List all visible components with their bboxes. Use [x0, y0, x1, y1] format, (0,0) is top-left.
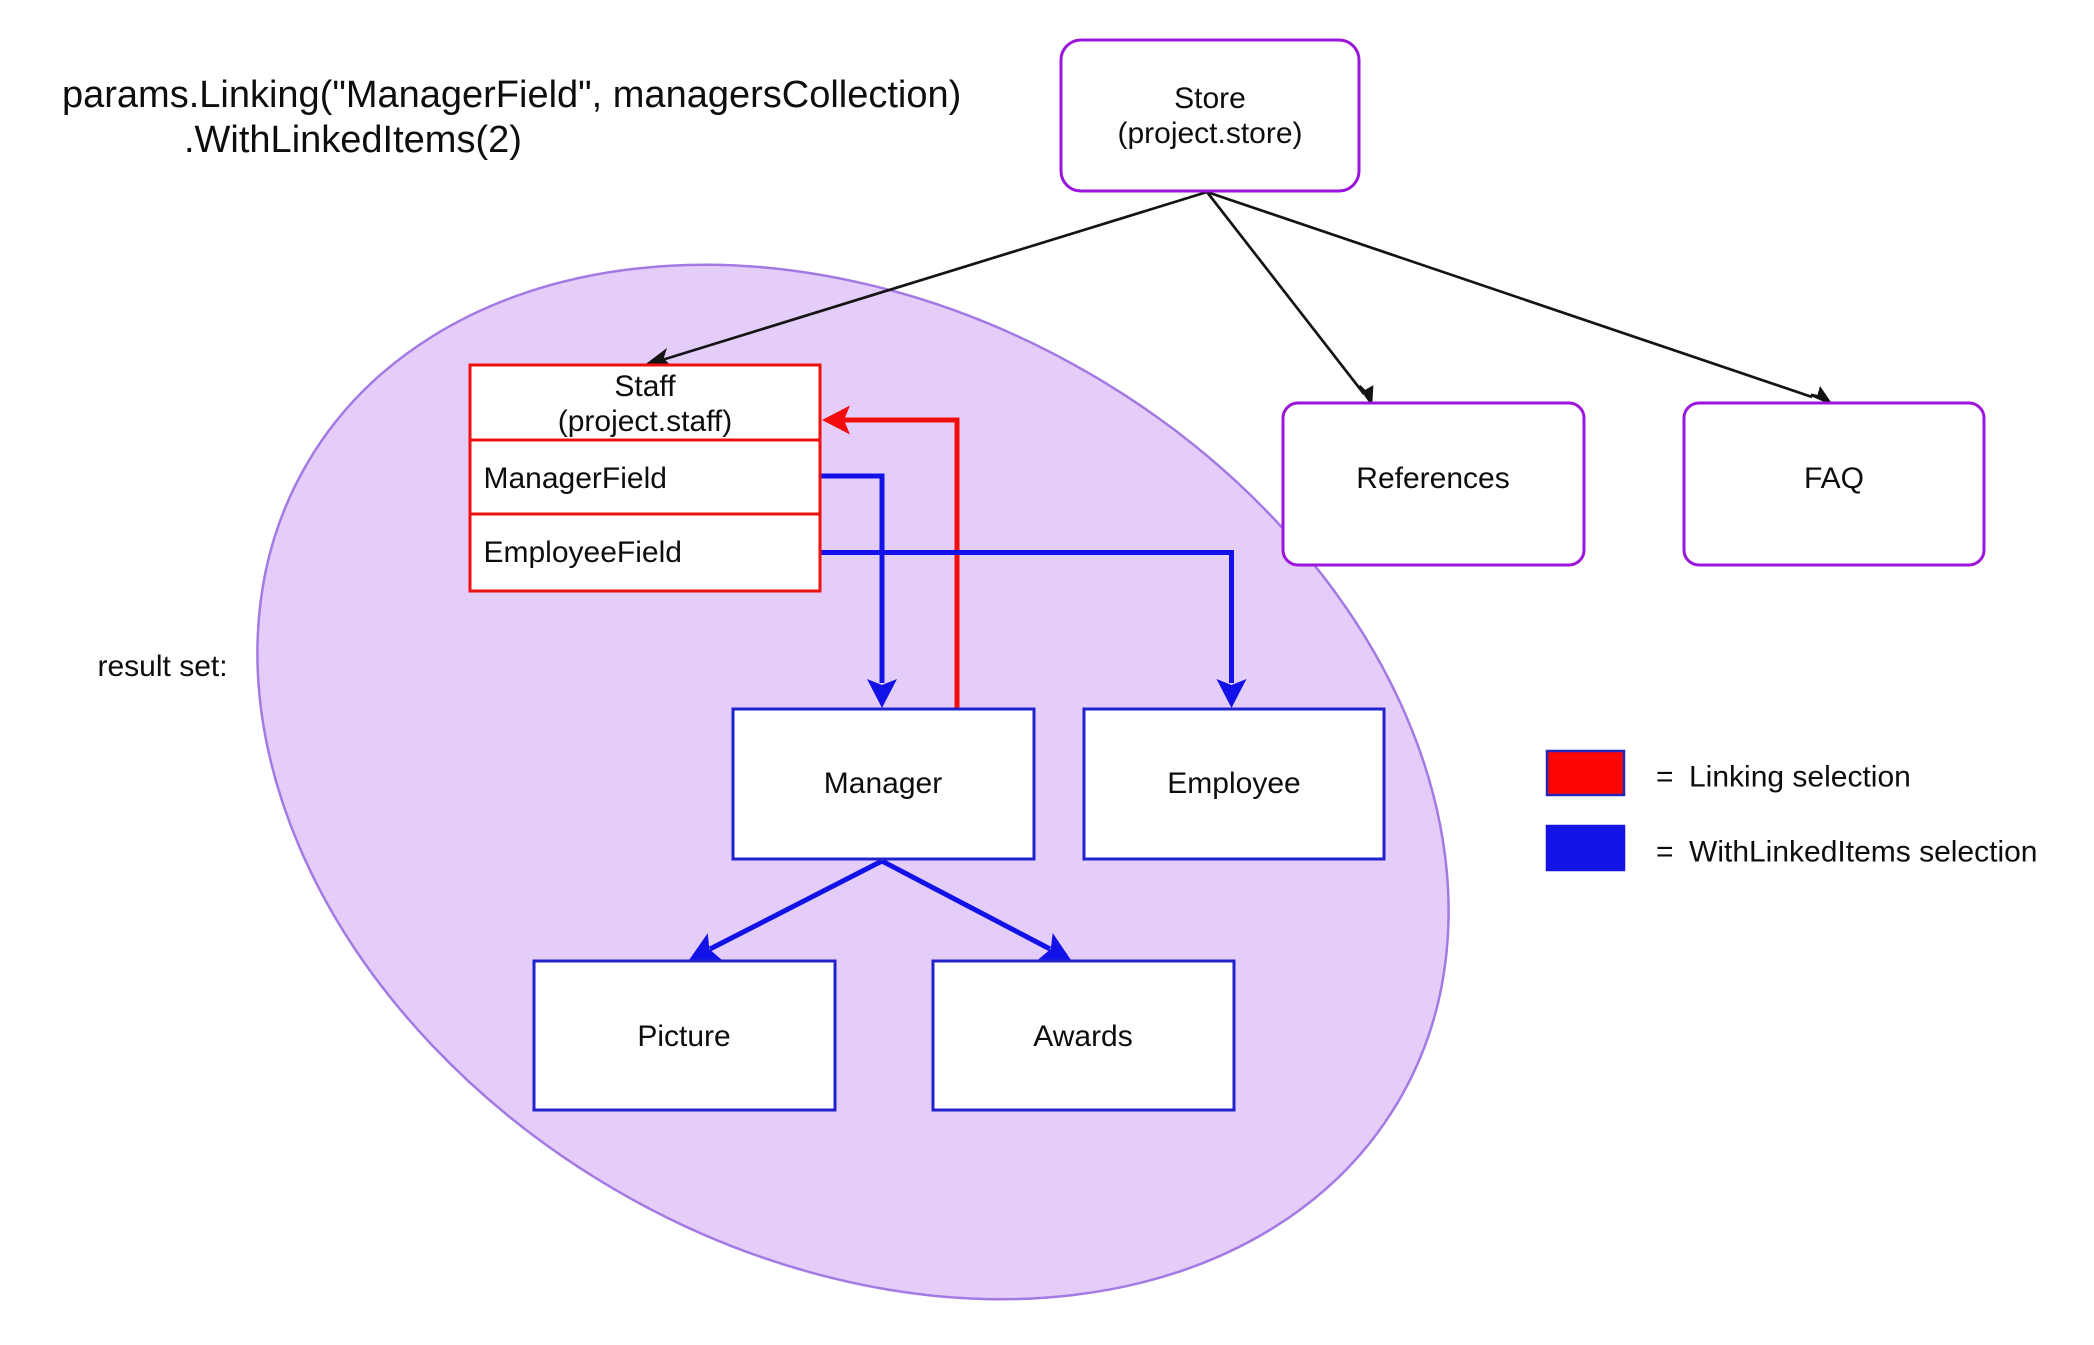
- svg-text:result set:: result set:: [98, 650, 228, 683]
- svg-text:Staff: Staff: [614, 370, 676, 403]
- svg-text:Manager: Manager: [824, 767, 942, 800]
- svg-text:(project.staff): (project.staff): [558, 405, 733, 438]
- svg-text:Picture: Picture: [637, 1020, 730, 1053]
- svg-text:params.Linking("ManagerField",: params.Linking("ManagerField", managersC…: [62, 74, 961, 116]
- svg-text:.WithLinkedItems(2): .WithLinkedItems(2): [184, 119, 522, 161]
- svg-text:FAQ: FAQ: [1804, 462, 1864, 495]
- svg-text:Employee: Employee: [1167, 767, 1300, 800]
- svg-text:ManagerField: ManagerField: [484, 462, 667, 495]
- svg-text:Awards: Awards: [1033, 1020, 1133, 1053]
- svg-text:=: =: [1656, 761, 1674, 794]
- svg-text:WithLinkedItems selection: WithLinkedItems selection: [1689, 836, 2038, 869]
- svg-text:Linking selection: Linking selection: [1689, 761, 1911, 794]
- svg-text:EmployeeField: EmployeeField: [484, 536, 682, 569]
- svg-text:(project.store): (project.store): [1117, 117, 1302, 150]
- svg-text:=: =: [1656, 836, 1674, 869]
- svg-text:References: References: [1356, 462, 1509, 495]
- svg-text:Store: Store: [1174, 82, 1246, 115]
